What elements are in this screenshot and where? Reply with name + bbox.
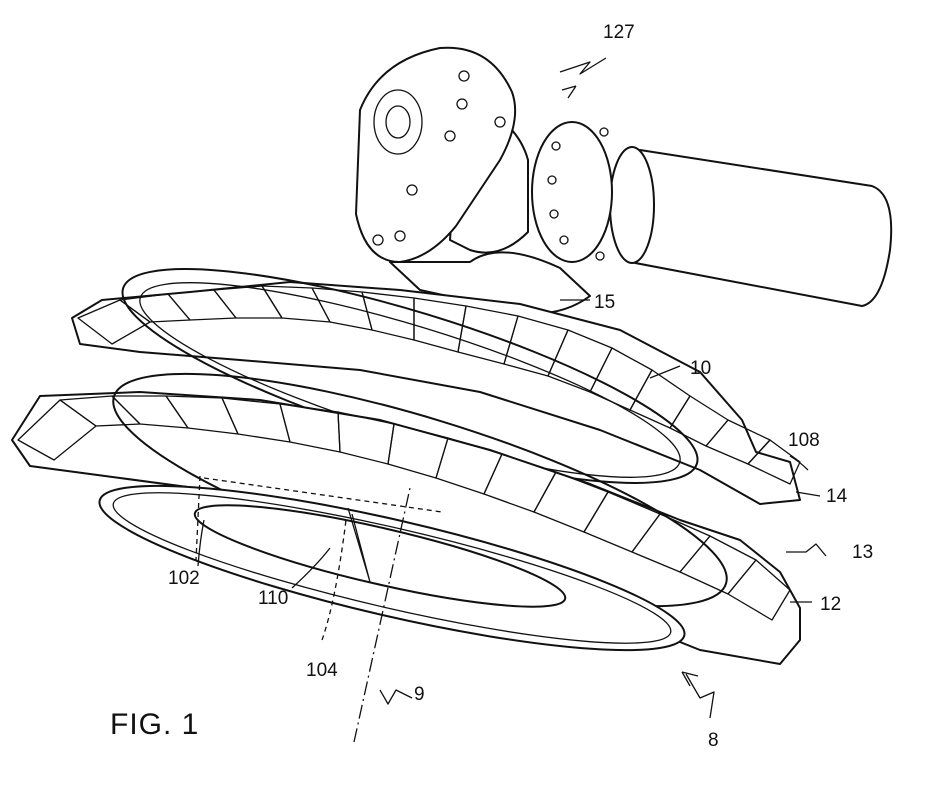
ref-110: 110 [258,588,288,609]
ref-8: 8 [708,730,719,751]
flange-bolt [600,128,608,136]
ref-13: 13 [852,542,873,563]
ref-9: 9 [414,684,425,705]
ref-104: 104 [306,660,338,681]
bolted-flange [532,122,612,262]
ref-102: 102 [168,568,200,589]
ref-10: 10 [690,358,711,379]
spindle-assembly [356,48,891,314]
ref-14: 14 [826,486,848,507]
ref-108: 108 [788,430,820,451]
figure-caption: FIG. 1 [110,708,199,741]
ref-12: 12 [820,594,841,615]
spindle-shaft [630,150,891,306]
ref-127: 127 [603,22,635,43]
shaft-collar [610,147,654,263]
flange-bolt [596,252,604,260]
ref-15: 15 [594,292,615,313]
